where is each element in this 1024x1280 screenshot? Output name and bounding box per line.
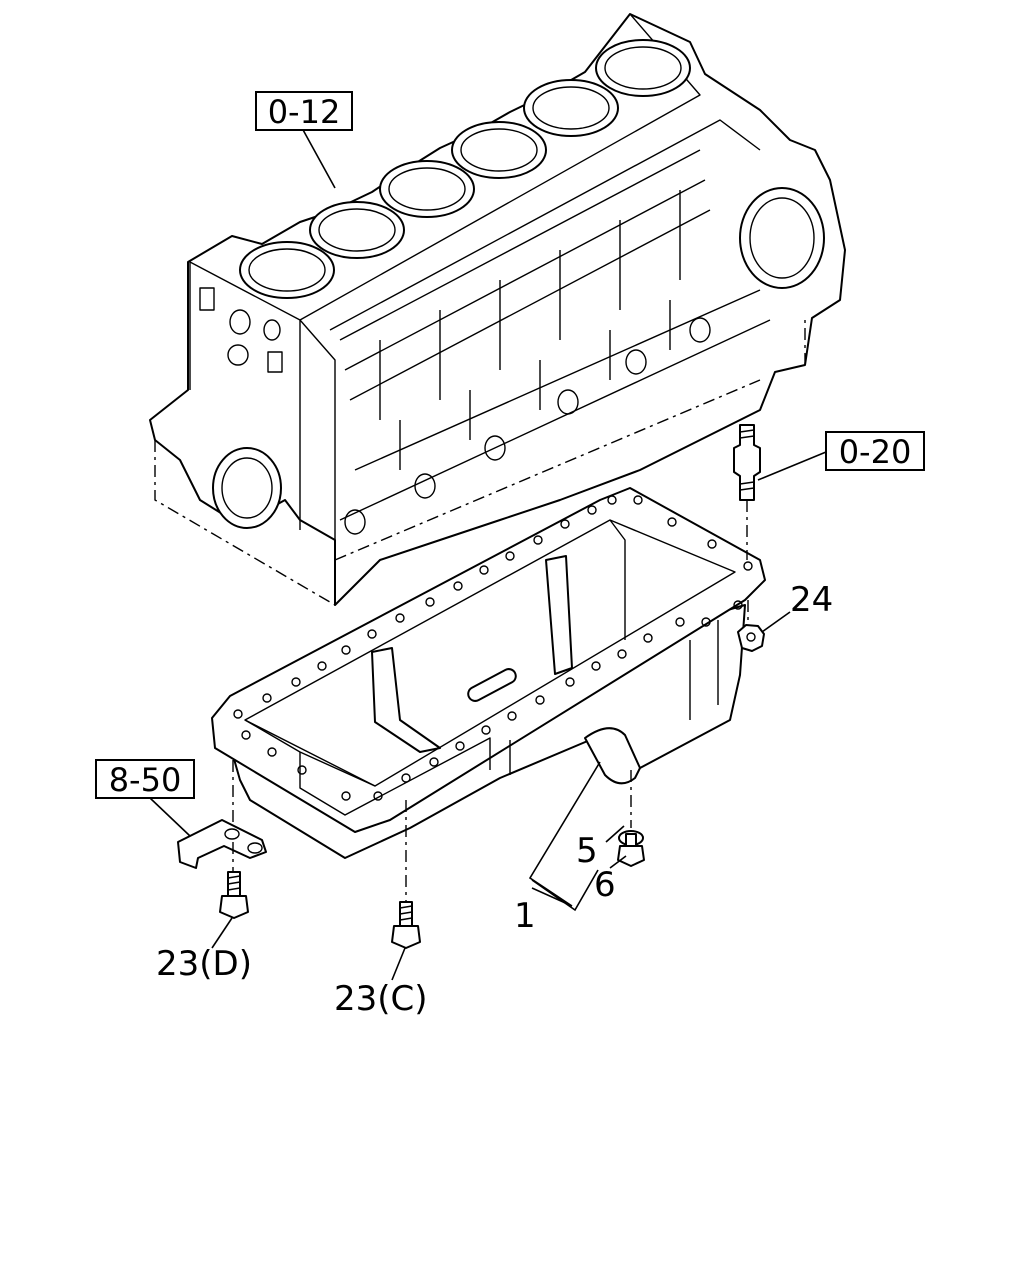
leader-lines	[149, 127, 827, 981]
part-number-bolt-c: 23(C)	[334, 979, 428, 1019]
nut	[737, 600, 765, 652]
part-number-bolt-d: 23(D)	[156, 944, 252, 984]
part-number-nut: 24	[790, 580, 833, 620]
ref-label-stud: 0-20	[839, 433, 912, 471]
part-number-gasket: 5	[576, 831, 598, 871]
ref-box-block	[255, 91, 353, 131]
bolt-c	[391, 800, 421, 949]
ref-label-bracket: 8-50	[109, 761, 182, 799]
bracket	[177, 760, 267, 869]
drain-plug	[617, 833, 645, 867]
ref-box-stud	[825, 431, 925, 471]
part-number-oil-pan: 1	[514, 896, 536, 936]
ref-label-block: 0-12	[268, 93, 341, 131]
stud	[733, 424, 761, 560]
ref-box-bracket	[95, 759, 195, 799]
part-number-drain-plug: 6	[594, 865, 616, 905]
engine-block	[149, 13, 846, 606]
flange-bolt-holes	[233, 495, 753, 801]
bolt-d	[219, 842, 249, 919]
oil-pan	[211, 487, 766, 859]
